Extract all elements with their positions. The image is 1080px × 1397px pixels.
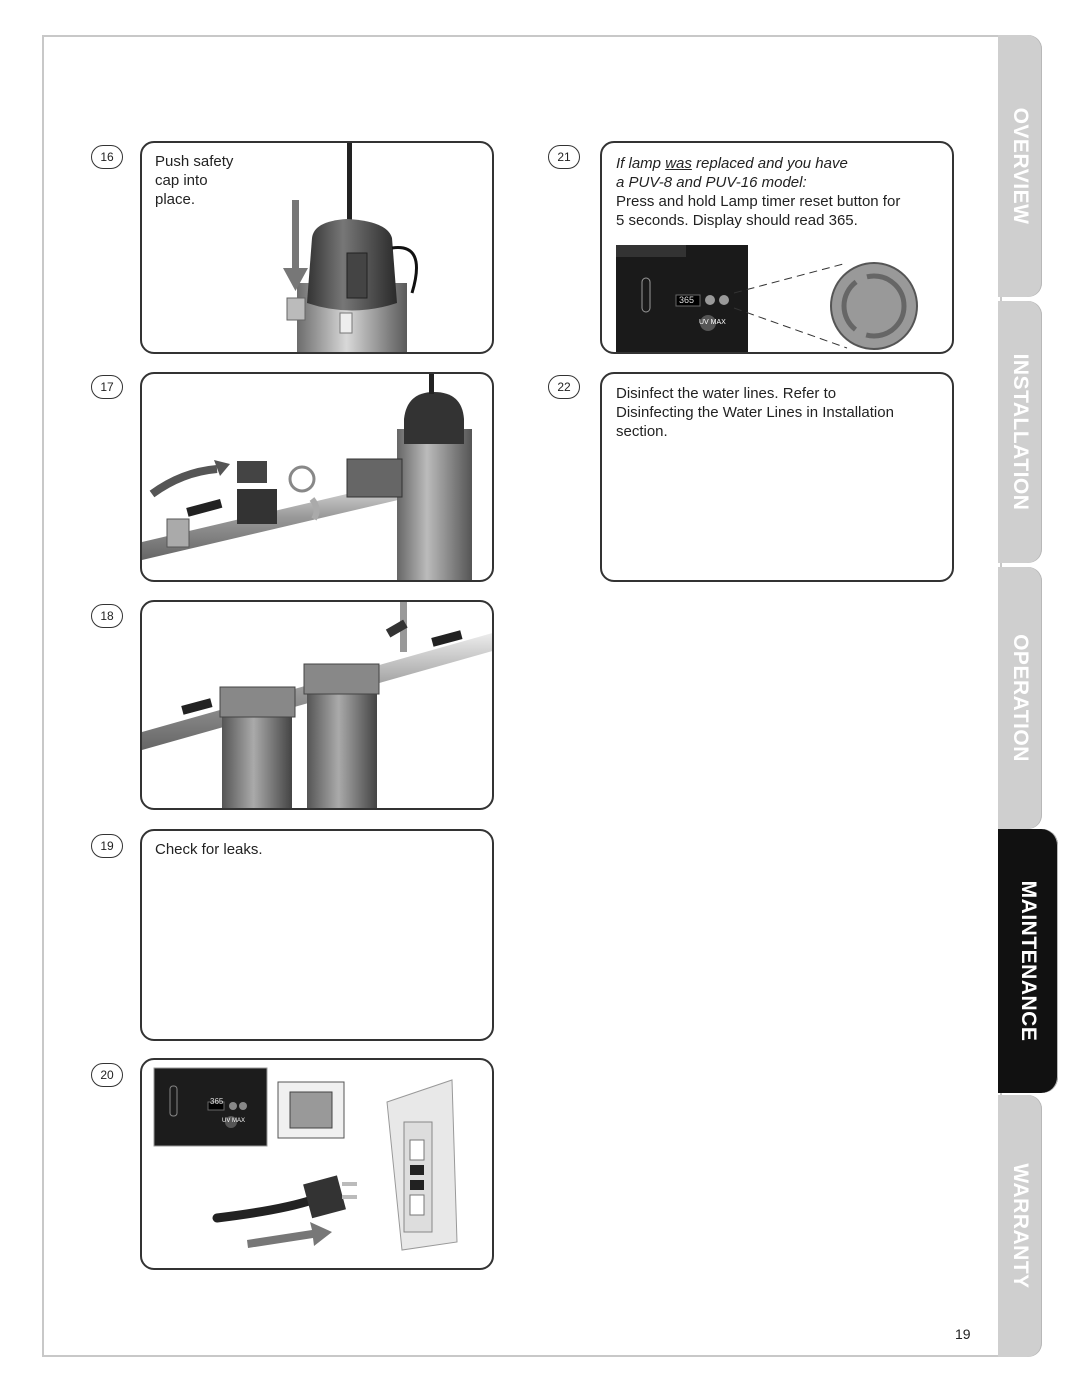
step-22-line-2: Disinfecting the Water Lines in Installa… [616,404,894,421]
tab-operation-label: OPERATION [1009,634,1032,762]
section-tabs: OVERVIEW INSTALLATION OPERATION MAINTENA… [998,35,1058,1357]
step-17-number: 17 [91,375,123,399]
step-16-number: 16 [91,145,123,169]
step-21-panel: If lamp was replaced and you have a PUV-… [600,141,954,354]
step-21-line-3: Press and hold Lamp timer reset button f… [616,193,901,210]
step-20-number: 20 [91,1063,123,1087]
step-16-panel: Push safety cap into place. [140,141,494,354]
tab-maintenance-label: MAINTENANCE [1017,880,1040,1042]
step-22-line-3: section. [616,423,668,440]
step-21-italic-line-1: If lamp was replaced and you have [616,154,900,173]
tab-operation[interactable]: OPERATION [998,567,1042,829]
controller-power-illustration [153,1067,458,1251]
tab-installation[interactable]: INSTALLATION [998,301,1042,563]
step-19-panel: Check for leaks. [140,829,494,1041]
step-21-italic-underlined: was [665,155,692,172]
step-22-text: Disinfect the water lines. Refer to Disi… [616,384,894,441]
step-21-italic-post: replaced and you have [691,155,848,172]
step-16-line-2: cap into [155,172,208,189]
valve-open-illustration [142,374,472,580]
step-16-line-3: place. [155,191,196,208]
step-20-display-readout: 365 [210,1097,224,1106]
step-22-panel: Disinfect the water lines. Refer to Disi… [600,372,954,582]
tab-overview-label: OVERVIEW [1009,107,1032,225]
step-21-line-4: 5 seconds. Display should read 365. [616,212,858,229]
safety-cap-illustration [283,143,418,352]
tab-overview[interactable]: OVERVIEW [998,35,1042,297]
step-21-text: If lamp was replaced and you have a PUV-… [616,154,900,230]
step-20-brand-logo: UV MAX [222,1118,246,1124]
step-21-italic-line-2: a PUV-8 and PUV-16 model: [616,174,807,191]
step-19-text: Check for leaks. [155,841,263,858]
step-16-text: Push safety cap into place. [155,152,233,209]
step-22-line-1: Disinfect the water lines. Refer to [616,385,837,402]
step-20-panel: 365 UV MAX [140,1058,494,1270]
step-21-brand-logo: UV MAX [699,319,726,326]
timer-reset-illustration [616,245,918,352]
step-19-number: 19 [91,834,123,858]
step-17-panel [140,372,494,582]
tab-warranty[interactable]: WARRANTY [998,1095,1042,1357]
filter-housing-illustration [142,602,492,808]
step-21-number: 21 [548,145,580,169]
step-18-number: 18 [91,604,123,628]
step-16-line-1: Push safety [155,153,234,170]
tab-installation-label: INSTALLATION [1009,353,1032,511]
step-21-display-readout: 365 [679,295,695,305]
tab-maintenance[interactable]: MAINTENANCE [998,829,1058,1093]
page-number: 19 [955,1326,971,1342]
step-21-italic-pre: If lamp [616,155,666,172]
tab-warranty-label: WARRANTY [1009,1163,1032,1289]
step-18-panel [140,600,494,810]
step-22-number: 22 [548,375,580,399]
